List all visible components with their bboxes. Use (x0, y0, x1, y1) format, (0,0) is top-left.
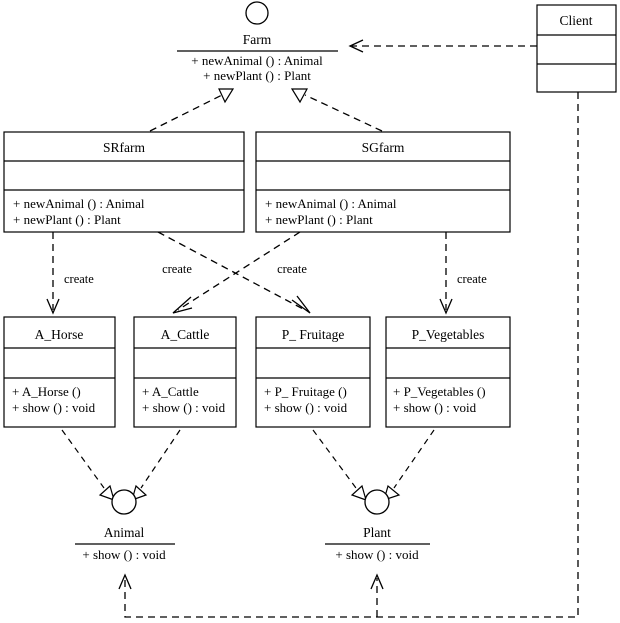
class-p-vegetables-name: P_Vegetables (412, 327, 485, 342)
class-p-fruitage[interactable]: P_ Fruitage + P_ Fruitage () + show () :… (255, 316, 371, 428)
interface-animal-method-0: + show () : void (82, 547, 166, 562)
create-label-srfarm-p-fruitage: create (162, 262, 192, 276)
realization-a-cattle-to-animal (131, 429, 181, 501)
realization-p-vegetables-to-plant (383, 429, 435, 501)
interface-animal-name: Animal (104, 525, 145, 540)
class-srfarm-method-1: + newPlant () : Plant (13, 212, 121, 227)
interface-plant[interactable]: Plant + show () : void (325, 489, 430, 562)
realization-sgfarm-to-farm (290, 88, 383, 132)
create-label-sgfarm-p-vegetables: create (457, 272, 487, 286)
class-p-fruitage-method-0: + P_ Fruitage () (264, 384, 347, 399)
create-label-sgfarm-a-cattle: create (277, 262, 307, 276)
class-p-vegetables[interactable]: P_Vegetables + P_Vegetables () + show ()… (385, 316, 511, 428)
realization-a-horse-to-animal (61, 429, 115, 501)
dependency-client-to-farm (348, 39, 537, 53)
class-p-vegetables-method-0: + P_Vegetables () (393, 384, 486, 399)
class-srfarm-method-0: + newAnimal () : Animal (13, 196, 145, 211)
class-a-cattle-method-1: + show () : void (142, 400, 226, 415)
class-client[interactable]: Client (536, 4, 617, 93)
class-srfarm[interactable]: SRfarm + newAnimal () : Animal + newPlan… (3, 131, 245, 233)
class-a-horse[interactable]: A_Horse + A_Horse () + show () : void (3, 316, 116, 428)
create-label-srfarm-a-horse: create (64, 272, 94, 286)
class-p-fruitage-method-1: + show () : void (264, 400, 348, 415)
dependency-sgfarm-to-p-vegetables (439, 232, 453, 315)
class-a-horse-method-0: + A_Horse () (12, 384, 81, 399)
class-srfarm-name: SRfarm (103, 140, 145, 155)
realization-p-fruitage-to-plant (312, 429, 367, 501)
realization-srfarm-to-farm (149, 88, 235, 132)
dependency-sgfarm-to-a-cattle (172, 231, 301, 314)
class-a-horse-name: A_Horse (35, 327, 84, 342)
class-sgfarm-name: SGfarm (362, 140, 405, 155)
class-p-fruitage-name: P_ Fruitage (282, 327, 345, 342)
class-sgfarm-method-0: + newAnimal () : Animal (265, 196, 397, 211)
interface-animal[interactable]: Animal + show () : void (75, 489, 175, 562)
interface-farm[interactable]: Farm + newAnimal () : Animal + newPlant … (177, 1, 338, 83)
interface-plant-name: Plant (363, 525, 391, 540)
interface-plant-method-0: + show () : void (335, 547, 419, 562)
class-client-name: Client (560, 13, 593, 28)
interface-farm-name: Farm (243, 32, 272, 47)
interface-farm-method-1: + newPlant () : Plant (203, 68, 311, 83)
class-sgfarm-method-1: + newPlant () : Plant (265, 212, 373, 227)
dependency-srfarm-to-p-fruitage (157, 231, 311, 314)
class-p-vegetables-method-1: + show () : void (393, 400, 477, 415)
interface-farm-method-0: + newAnimal () : Animal (191, 53, 323, 68)
class-a-horse-method-1: + show () : void (12, 400, 96, 415)
class-a-cattle[interactable]: A_Cattle + A_Cattle + show () : void (133, 316, 237, 428)
class-a-cattle-method-0: + A_Cattle (142, 384, 199, 399)
class-sgfarm[interactable]: SGfarm + newAnimal () : Animal + newPlan… (255, 131, 511, 233)
class-a-cattle-name: A_Cattle (161, 327, 210, 342)
dependency-client-to-products-bus (118, 92, 579, 618)
dependency-srfarm-to-a-horse (46, 232, 60, 315)
